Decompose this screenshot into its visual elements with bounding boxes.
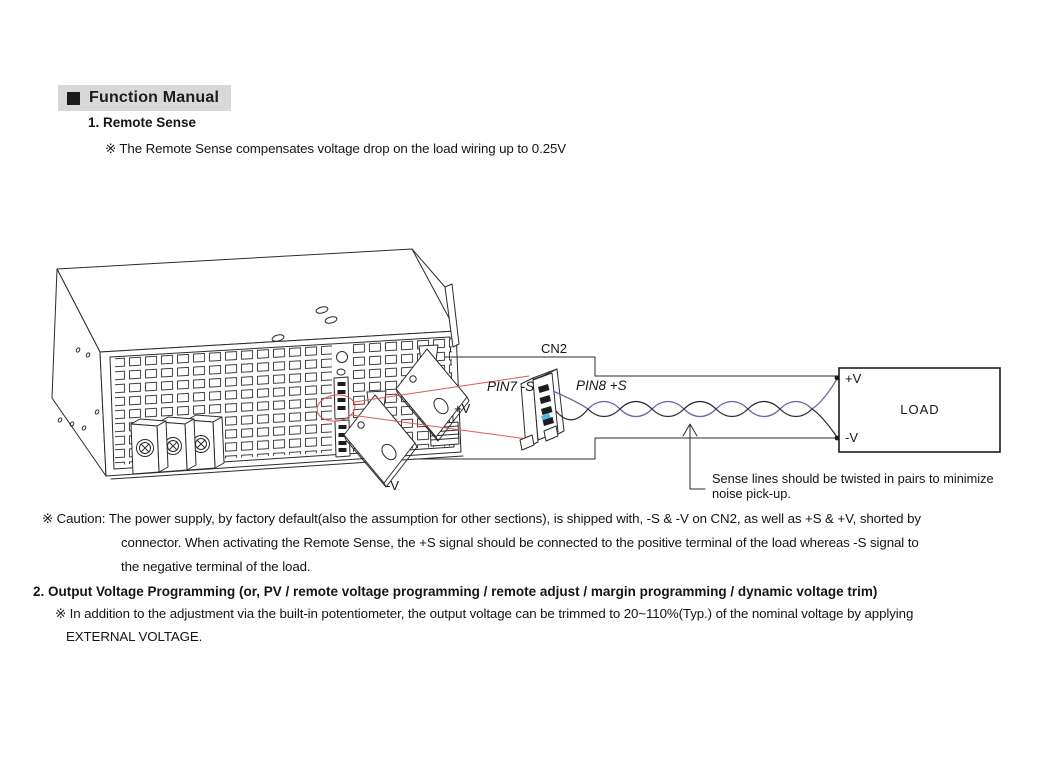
cn2-leader-top [353,375,530,403]
caution-line-1: ※ Caution: The power supply, by factory … [42,511,921,526]
cn2-label: CN2 [541,341,567,356]
load-negative-label: -V [845,430,858,445]
remote-sense-heading: 1. Remote Sense [88,115,197,130]
sense-note-arrow [682,423,706,490]
psu-positive-label: +V [454,401,471,416]
caution-line-2: connector. When activating the Remote Se… [121,535,919,550]
load-negative-terminal [834,435,840,441]
section-marker-icon [67,91,80,105]
twisted-pair-wires [552,378,838,438]
power-supply-drawing: +V -V [51,248,471,493]
section-header-bar: Function Manual [58,85,232,111]
load-positive-terminal [834,375,840,381]
pin7-label: PIN7 -S [487,379,534,394]
load-title: LOAD [900,402,939,417]
output-voltage-note-line2: EXTERNAL VOLTAGE. [66,629,203,644]
callout-bottom-line [413,437,838,460]
caution-line-3: the negative terminal of the load. [121,559,311,574]
psu-corner-edge [411,248,446,288]
psu-side-holes [57,347,100,431]
psu-right-bracket [444,283,460,348]
cn2-highlight-ellipse [316,394,356,422]
cn2-pin-highlight [541,413,551,421]
load-positive-label: +V [845,371,862,386]
sense-note-line2: noise pick-up. [712,486,791,501]
load-box: LOAD +V -V [838,367,1001,453]
psu-screw [336,368,346,376]
wire-plus-sense [552,378,838,418]
page-title: Function Manual [89,89,220,106]
wire-minus-sense [555,400,838,438]
remote-sense-note: ※ The Remote Sense compensates voltage d… [105,141,567,156]
output-voltage-note-line1: ※ In addition to the adjustment via the … [55,606,914,621]
sense-note-line1: Sense lines should be twisted in pairs t… [712,471,994,486]
cn2-connector-enlarged [519,368,565,451]
cn2-leader-bottom [350,414,528,440]
callout-top-line [444,356,838,377]
pin8-label: PIN8 +S [576,378,627,393]
psu-adjust-hole [336,351,348,363]
output-voltage-heading: 2. Output Voltage Programming (or, PV / … [33,584,878,599]
ac-terminal-blocks [130,414,225,475]
psu-negative-label: -V [386,478,399,493]
cn-connectors-small [333,376,351,458]
